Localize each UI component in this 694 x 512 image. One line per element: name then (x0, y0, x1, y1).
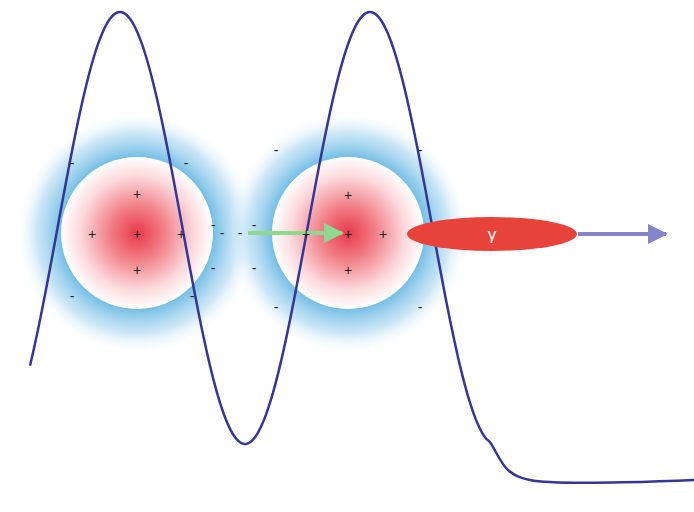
ion-charge: + (344, 263, 352, 277)
ellipse-shape (407, 217, 577, 251)
electron-charge: - (190, 289, 195, 303)
photon-ellipse: γ (407, 217, 577, 251)
beam-arrow (248, 231, 342, 235)
photon-symbol: γ (488, 226, 497, 243)
ion-charge: + (344, 227, 352, 241)
electron-charge: - (211, 218, 216, 232)
ion-charge: + (302, 227, 310, 241)
electron-charge: - (274, 300, 279, 314)
electron-charge: - (252, 218, 257, 232)
laser-wave (30, 12, 694, 483)
electron-charge: - (211, 261, 216, 275)
ion-charge: + (379, 227, 387, 241)
photon-arrow (578, 232, 666, 236)
electron-charge: - (70, 289, 75, 303)
electron-charge: - (252, 261, 257, 275)
electron-charge: - (418, 143, 423, 157)
electron-charge: - (70, 156, 75, 170)
electron-charge: - (184, 156, 189, 170)
electron-charge: - (274, 143, 279, 157)
electron-charge: - (418, 300, 423, 314)
electron-charge: - (220, 226, 225, 240)
ion-charge: + (88, 227, 96, 241)
ion-core (61, 157, 213, 309)
electron-charge: - (238, 226, 243, 240)
ion-charge: + (177, 227, 185, 241)
ion-charge: + (133, 187, 141, 201)
ion-charge: + (133, 263, 141, 277)
ion-charge: + (344, 188, 352, 202)
electron-halo (15, 111, 259, 355)
ion-charge: + (133, 227, 141, 241)
